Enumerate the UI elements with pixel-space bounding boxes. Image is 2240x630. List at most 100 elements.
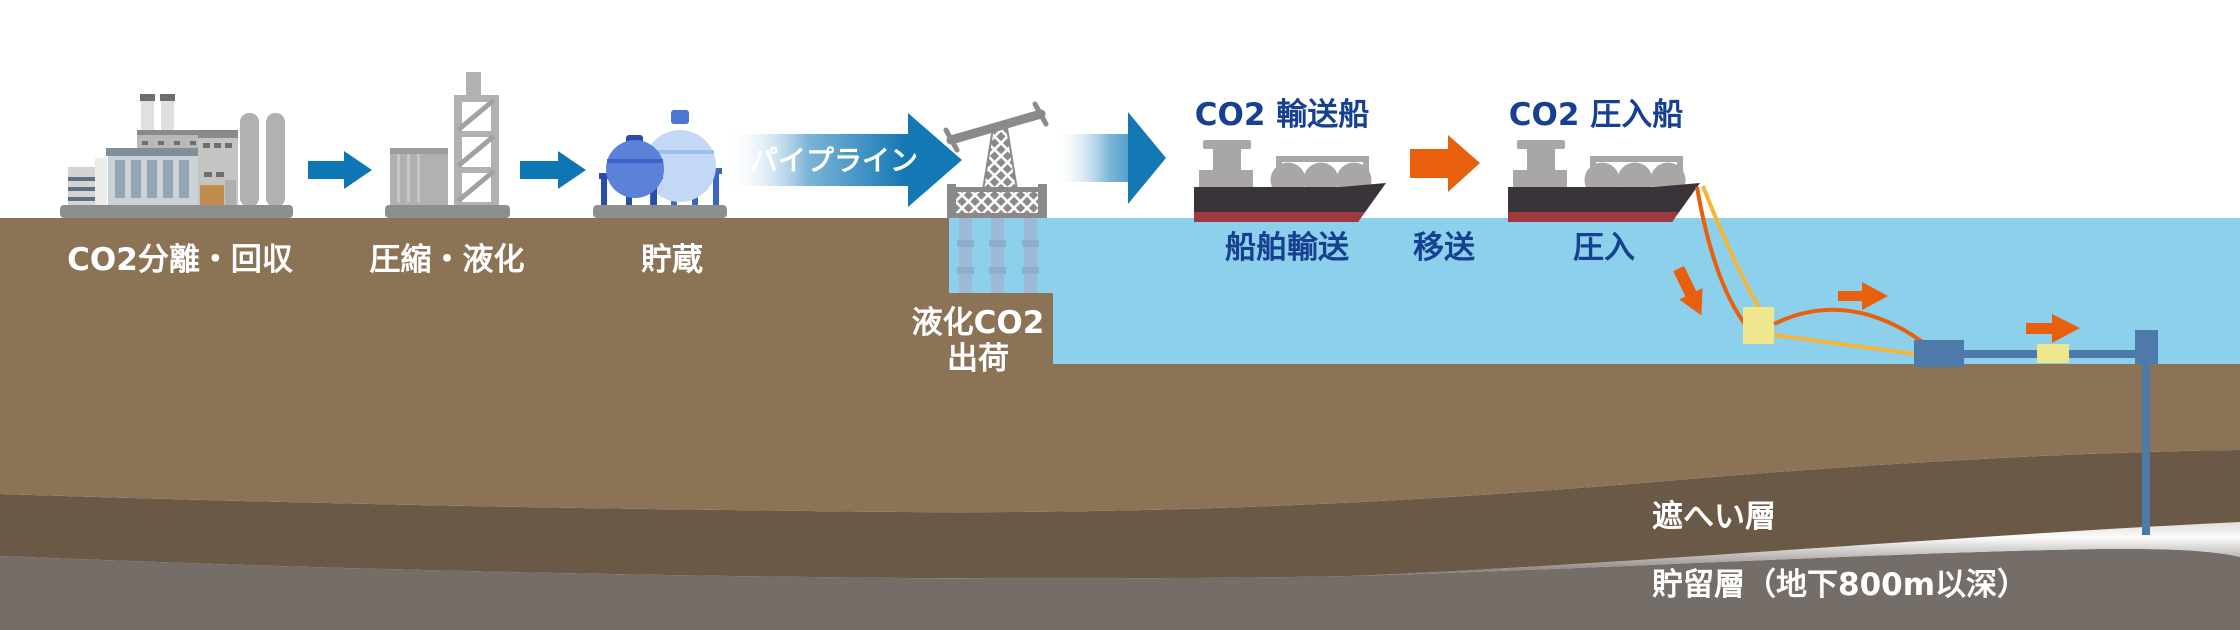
- injection-hose-orange: [1695, 186, 1750, 330]
- factory-door: [200, 185, 224, 207]
- storage-sphere-blue: [606, 140, 664, 198]
- stage-label-compression: 圧縮・液化: [369, 242, 525, 278]
- shipping-label-line1: 液化CO2: [911, 305, 1045, 341]
- storage-base: [593, 205, 727, 218]
- orange-right-arrow-icon: [2026, 314, 2080, 343]
- jetty-leg-joint: [1022, 240, 1039, 247]
- compression-tank-rib: [397, 152, 400, 202]
- factory-annex-stripe: [68, 187, 95, 191]
- mid-water-buoy: [1743, 307, 1774, 344]
- ship-funnel-top: [1203, 140, 1251, 149]
- factory-roof-vent: [174, 141, 180, 145]
- factory-boiler-house: [137, 133, 203, 149]
- jetty-leg: [1024, 215, 1037, 293]
- carrier-ship-caption: 船舶輸送: [1225, 230, 1349, 266]
- jetty-to-ship-arrow-body: [1054, 134, 1128, 182]
- factory-small-window: [203, 143, 210, 148]
- factory-stack-tower: [95, 158, 107, 207]
- seal-layer: [0, 450, 2240, 579]
- pipeline-connector: [2037, 344, 2069, 363]
- tower-bar: [454, 95, 499, 102]
- storage-sphere-light: [644, 130, 716, 202]
- factory-side-panel: [225, 180, 236, 207]
- terrain-layers: [0, 218, 2240, 630]
- factory-small-window: [225, 143, 232, 148]
- jetty-legs: [957, 215, 1039, 293]
- jetty-leg-joint: [989, 240, 1006, 247]
- seabed-manifold: [1914, 340, 1964, 367]
- stage-label-capture: CO2分離・回収: [67, 242, 293, 278]
- factory-roof-vent: [190, 141, 196, 145]
- tank1-leg: [601, 175, 607, 206]
- jetty-leg: [991, 215, 1004, 293]
- process-flow-arrows: [308, 112, 1480, 207]
- blue-arrow-icon: [308, 151, 372, 189]
- carrier-ship-icon: [1194, 140, 1386, 222]
- crane-mast: [981, 127, 1019, 191]
- factory-window: [147, 160, 157, 198]
- stage-label-storage: 貯蔵: [641, 242, 703, 278]
- factory-annex-stripe: [68, 177, 95, 181]
- factory-boiler-roof: [137, 130, 203, 135]
- factory-window: [179, 160, 189, 198]
- compression-tower-icon: [385, 72, 510, 218]
- orange-arrow-icon: [1410, 135, 1480, 192]
- factory-icon: [60, 94, 293, 218]
- jetty-leg-joint: [989, 267, 1006, 274]
- factory-base: [60, 205, 293, 218]
- pipeline-arrow-head: [908, 113, 962, 207]
- factory-chimney-cap-left: [140, 94, 155, 101]
- carrier-ship-title: CO2 輸送船: [1194, 97, 1370, 133]
- injection-well-pipe: [2142, 363, 2150, 535]
- injection-ship-icon: [1508, 140, 1700, 222]
- factory-roof-vent: [142, 141, 148, 145]
- transfer-label: 移送: [1413, 230, 1475, 266]
- factory-small-window: [214, 143, 221, 148]
- tank2-leg: [713, 170, 719, 206]
- jetty-deck-lattice: [956, 192, 1038, 213]
- tower-bar: [454, 131, 499, 137]
- factory-window: [131, 160, 141, 198]
- ocean-water: [949, 218, 2240, 364]
- ship-bridge: [1199, 170, 1253, 190]
- silver-sheen-band: [1350, 522, 2240, 576]
- factory-silo-left: [240, 113, 259, 207]
- loading-jetty-icon: [943, 101, 1049, 293]
- boom-end-cap: [943, 127, 960, 153]
- injection-ship-caption: 圧入: [1573, 230, 1635, 266]
- tower-bar: [454, 167, 499, 173]
- ship-hull-stripe: [1194, 212, 1365, 222]
- factory-small-window: [204, 172, 212, 177]
- orange-right-arrow-icon: [1838, 282, 1888, 310]
- factory-right-roof: [198, 130, 238, 138]
- blue-arrow-icon: [520, 151, 586, 189]
- reservoir-layer-label: 貯留層（地下800m以深）: [1652, 567, 2029, 603]
- boom-end-cap: [1032, 101, 1049, 127]
- factory-chimney-left: [141, 97, 154, 135]
- flowline-yellow: [1773, 333, 1923, 357]
- tank2-cap: [671, 110, 689, 124]
- tower-brace: [456, 98, 496, 203]
- ship-tank-frame: [1276, 156, 1369, 162]
- crane-boom: [943, 101, 1049, 153]
- compression-tank-rib: [417, 152, 420, 202]
- compression-tank-rib: [407, 152, 410, 202]
- jetty-leg-joint: [957, 267, 974, 274]
- storage-tanks-icon: [593, 110, 727, 218]
- factory-roof-vent: [158, 141, 164, 145]
- compression-base: [385, 205, 510, 218]
- seal-layer-label: 遮へい層: [1652, 499, 1776, 535]
- shipping-label-line2: 出荷: [947, 340, 1009, 377]
- jetty-to-ship-arrow-head: [1128, 112, 1166, 204]
- pipeline-arrow-body: [726, 134, 908, 186]
- factory-chimney-cap-right: [160, 94, 175, 101]
- orange-down-arrow-icon: [1673, 266, 1703, 316]
- flowline-orange-curve: [1773, 307, 1926, 345]
- wellhead: [2135, 330, 2158, 364]
- factory-window: [115, 160, 125, 198]
- subsea-injection-system: [1673, 185, 2158, 535]
- factory-chimney-right: [161, 97, 174, 135]
- jetty-leg-joint: [1022, 267, 1039, 274]
